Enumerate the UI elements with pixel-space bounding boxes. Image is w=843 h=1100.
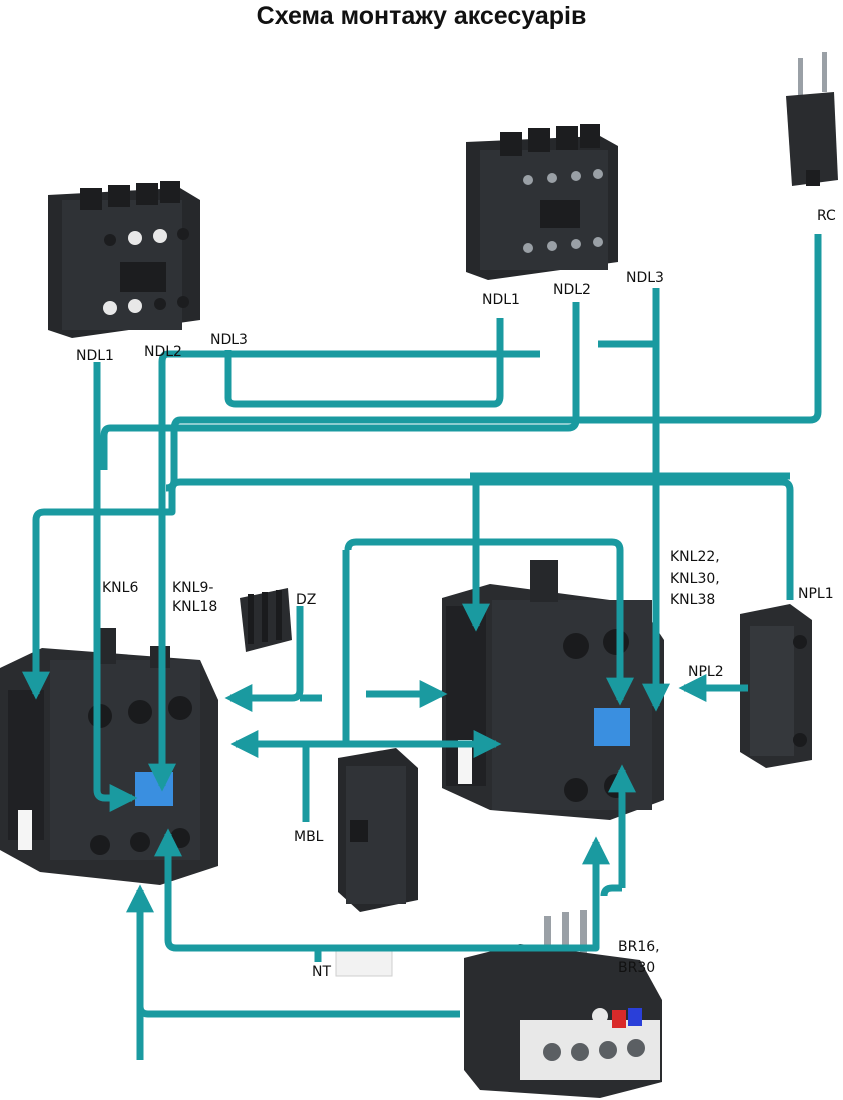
mbl-interlock-icon	[338, 748, 418, 912]
label-br16: BR16,	[618, 939, 660, 955]
label-ndl1-right: NDL1	[482, 292, 520, 308]
label-ndl2-left: NDL2	[144, 344, 182, 360]
label-ndl2-right: NDL2	[553, 282, 591, 298]
dz-connector-icon	[240, 588, 292, 652]
aux-block-right-icon	[466, 124, 618, 280]
contactor-left-icon	[0, 628, 218, 885]
label-br30: BR30	[618, 960, 656, 976]
label-knl6: KNL6	[102, 580, 139, 596]
blue-module-right-icon	[594, 708, 630, 746]
label-npl1: NPL1	[798, 586, 834, 602]
routing-lines	[21, 234, 822, 1060]
label-knl9: KNL9-	[172, 580, 214, 596]
label-dz: DZ	[296, 592, 317, 608]
label-knl18: KNL18	[172, 599, 218, 615]
label-knl38: KNL38	[670, 592, 716, 608]
label-mbl: MBL	[294, 829, 324, 845]
label-knl22: KNL22,	[670, 549, 720, 565]
br-thermal-relay-icon	[464, 910, 662, 1098]
label-ndl3-right: NDL3	[626, 270, 664, 286]
aux-block-left-icon	[48, 181, 200, 338]
label-ndl3-left: NDL3	[210, 332, 248, 348]
label-nt: NT	[312, 964, 332, 980]
label-knl30: KNL30,	[670, 571, 720, 587]
label-npl2: NPL2	[688, 664, 724, 680]
rc-module-icon	[786, 52, 838, 186]
page-title: Схема монтажу аксесуарів	[256, 2, 587, 30]
nt-tag-icon	[335, 949, 393, 977]
blue-module-left-icon	[135, 772, 173, 806]
label-rc: RC	[817, 208, 836, 224]
label-ndl1-left: NDL1	[76, 348, 114, 364]
npl-side-contact-icon	[740, 604, 812, 768]
